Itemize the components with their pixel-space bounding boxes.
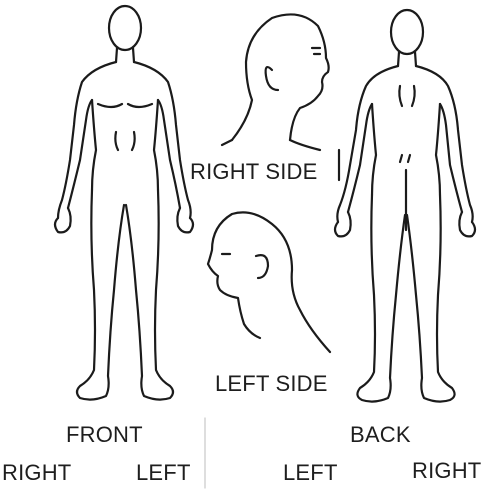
left-side-label: LEFT SIDE [215,372,328,396]
left-ear [256,255,268,278]
back-torso-right [436,104,440,195]
right-side-label: RIGHT SIDE [190,160,318,184]
front-torso-left [92,100,96,190]
back-shoulder-blade-lines [399,86,414,106]
front-chest-lines [98,104,152,107]
front-right-label: RIGHT [2,461,71,485]
back-right-label: RIGHT [412,459,481,483]
front-right-arm-outer [134,62,191,218]
back-left-label: LEFT [283,461,338,485]
right-neck-base [222,140,320,150]
right-eye [312,48,320,54]
back-head [391,10,423,54]
front-label: FRONT [66,423,143,447]
front-abdomen-lines [115,132,134,150]
back-right-arm-inner [440,104,462,212]
back-label: BACK [350,423,411,447]
right-side-head-figure [222,14,339,180]
back-left-arm-outer [337,66,398,222]
right-ear [266,67,278,90]
front-left-arm-outer [58,62,116,218]
back-body-figure [335,10,475,402]
front-right-arm-inner [158,100,180,208]
front-right-leg [126,190,173,400]
back-right-leg [407,195,455,402]
back-left-leg [357,195,405,402]
front-body-figure [55,6,193,400]
front-left-hand [55,208,71,232]
left-side-head-figure [208,212,330,352]
back-torso-left [372,104,376,195]
front-left-leg [77,190,124,400]
back-right-arm-outer [416,66,473,222]
front-left-label: LEFT [136,461,191,485]
front-head [109,6,141,50]
front-torso-right [154,100,158,190]
left-head-outline [208,212,330,352]
right-head-outline [232,14,329,140]
back-lower-marks [400,155,410,162]
